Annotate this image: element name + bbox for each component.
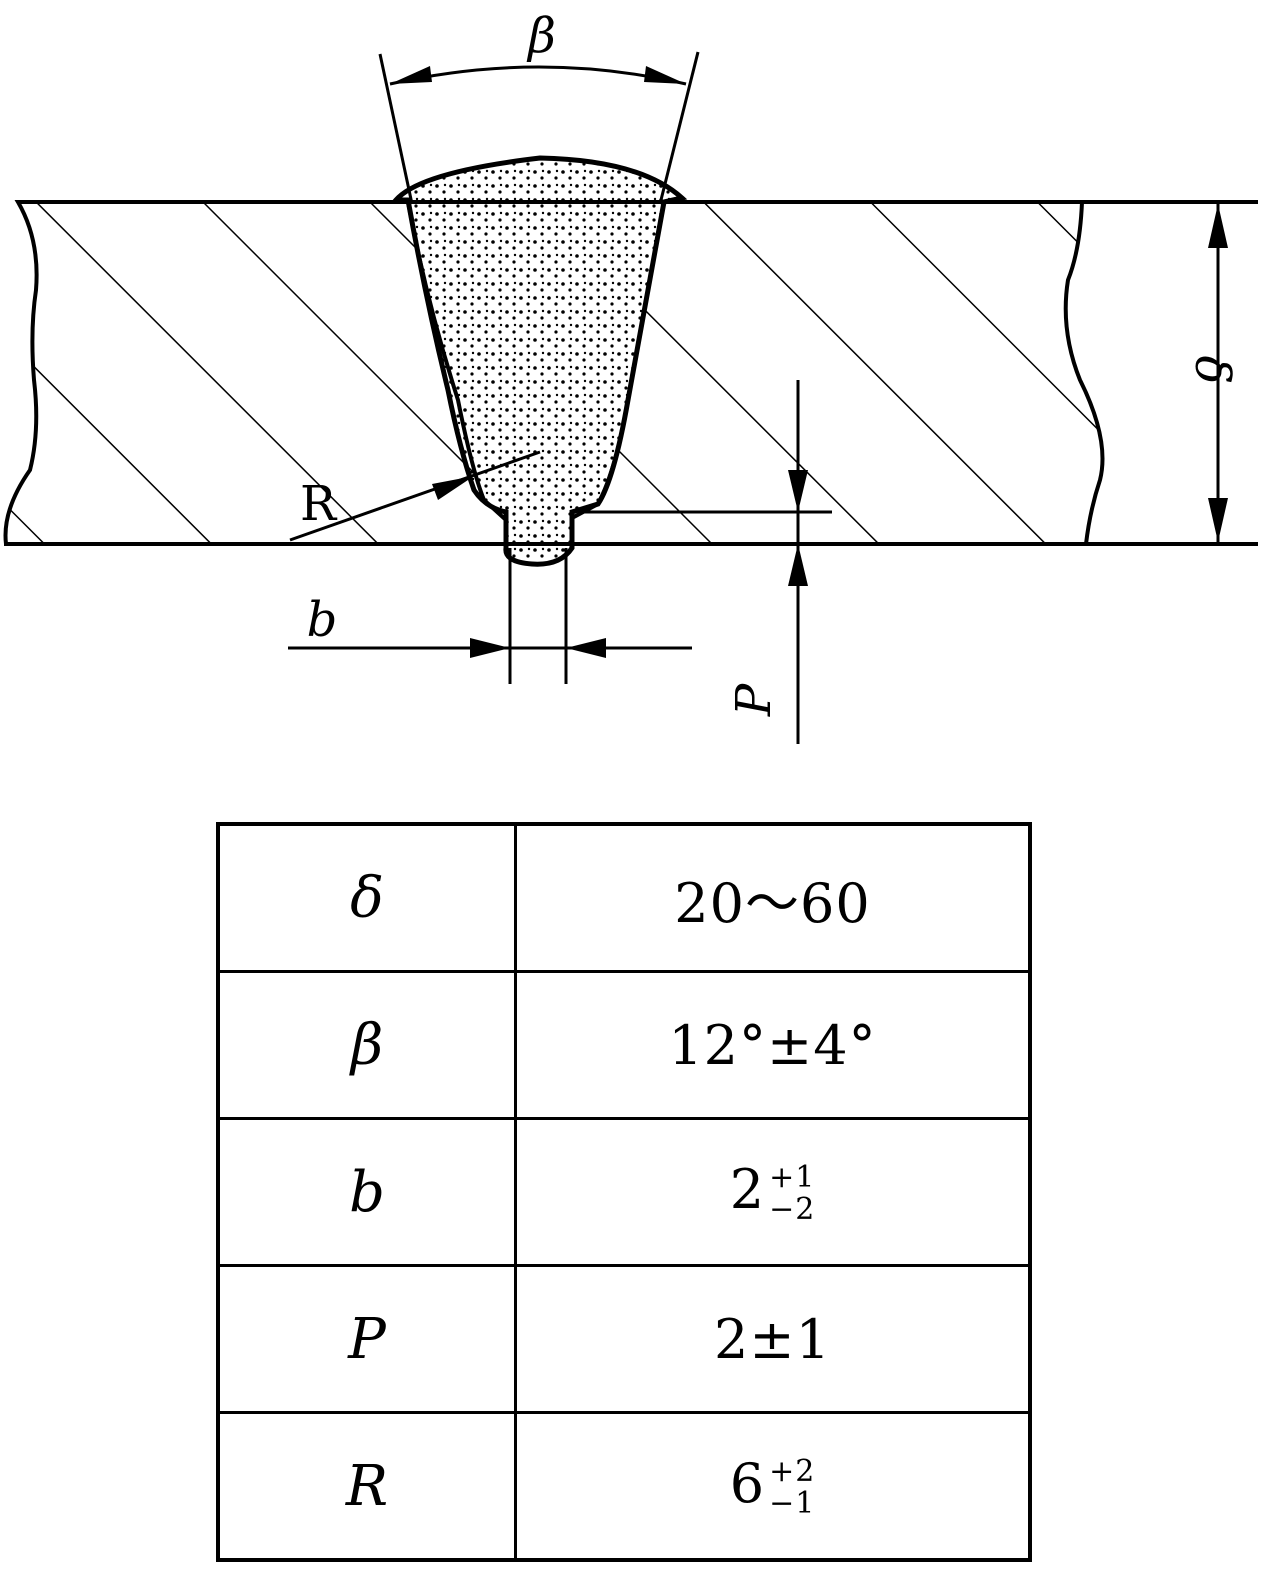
param-value: 20～60 [514,822,1032,973]
weld-joint-diagram: β δ R b P [3,8,1258,744]
beta-extension-left [378,53,414,205]
table-row: δ 20～60 [216,822,1032,973]
delta-arrow-bottom [1208,498,1228,542]
delta-arrow-top [1208,204,1228,248]
param-symbol: β [216,970,517,1120]
beta-arrow-left [390,66,432,84]
weld-bead [390,155,688,567]
tolerance-lower: −2 [769,1192,816,1227]
tolerance-upper: +1 [769,1160,816,1195]
param-symbol: δ [216,822,517,973]
tolerance-upper: +2 [769,1454,816,1489]
param-value: 2+1−2 [514,1117,1032,1267]
tolerance-lower: −1 [769,1486,816,1521]
param-value: 2±1 [514,1264,1032,1414]
right-plate [570,200,1258,546]
table-row: β 12°±4° [216,970,1032,1120]
param-symbol: b [216,1117,517,1267]
parameter-table: δ 20～60 β 12°±4° b 2+1−2 P 2±1 R 6+2−1 [216,822,1032,1562]
table-row: b 2+1−2 [216,1117,1032,1267]
param-base-value: 6 [729,1452,766,1515]
b-arrow-left [470,638,510,658]
radius-leader-line [289,450,541,542]
delta-label: δ [1184,356,1240,385]
b-label: b [307,592,338,648]
param-value: 12°±4° [514,970,1032,1120]
beta-label: β [526,8,556,64]
param-base-value: 2 [729,1158,766,1221]
param-value: 6+2−1 [514,1411,1032,1562]
table-row: R 6+2−1 [216,1411,1032,1562]
p-arrow-top [788,470,808,512]
b-arrow-right [566,638,606,658]
radius-label: R [300,476,338,532]
p-arrow-bottom [788,544,808,586]
beta-extension-right [658,51,700,205]
p-label: P [726,683,782,717]
beta-dimension-arc [389,65,687,86]
param-symbol: R [216,1411,517,1562]
tolerance: +2−1 [769,1456,815,1520]
radius-leader-arrow [432,476,474,500]
tolerance: +1−2 [769,1162,815,1226]
beta-arrow-right [644,66,686,84]
table-row: P 2±1 [216,1264,1032,1414]
param-symbol: P [216,1264,517,1414]
